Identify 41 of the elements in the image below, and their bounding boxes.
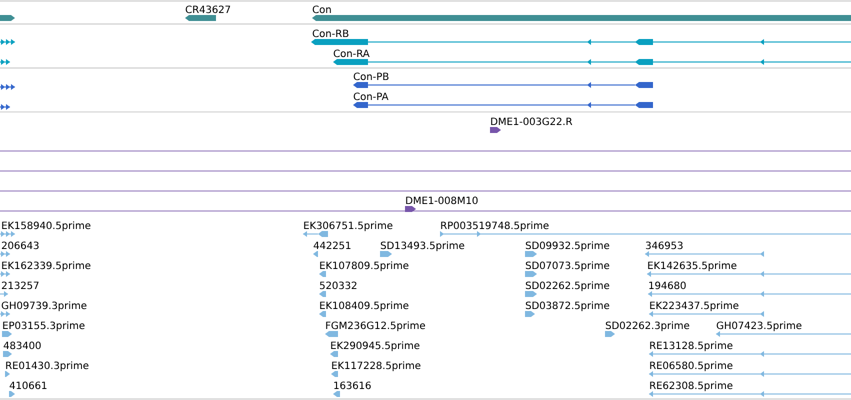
feature-label: EK107809.5prime — [320, 261, 408, 272]
feature-label: DME1-008M10 — [406, 196, 478, 204]
feature-label: DME1-003G22.R — [491, 118, 572, 126]
feature-label: SD03872.5prime — [526, 301, 610, 312]
feature-label: EK306751.5prime — [304, 221, 392, 232]
feature-label: EK142635.5prime — [648, 261, 736, 272]
feature-label: 442251 — [314, 242, 350, 250]
feature-label: 520332 — [320, 282, 356, 290]
feature-label: 410661 — [10, 382, 46, 390]
feature-label: 163616 — [334, 382, 371, 390]
feature-label: SD09932.5prime — [526, 241, 610, 252]
feature-label: SD02262.3prime — [606, 321, 690, 332]
feature-label: Con-PB — [354, 72, 388, 80]
feature-label: EP03155.3prime — [3, 321, 84, 332]
feature-label: EK162339.5prime — [2, 261, 90, 272]
feature-label: Con-PA — [354, 92, 388, 100]
feature-label: RP003519748.5prime — [441, 221, 549, 232]
feature-label: EK223437.5prime — [650, 301, 738, 312]
feature-label: Con — [312, 6, 331, 14]
feature-label: RE01430.3prime — [6, 361, 88, 372]
feature-label: GH07423.5prime — [716, 321, 802, 332]
feature-label: 483400 — [4, 342, 41, 350]
feature-label: 194680 — [649, 282, 686, 290]
feature-label: SD02262.5prime — [526, 281, 610, 292]
feature-label: SD13493.5prime — [380, 241, 464, 252]
feature-label: 346953 — [646, 242, 683, 250]
feature-label: 213257 — [2, 282, 38, 290]
feature-label: EK108409.5prime — [320, 301, 408, 312]
feature-label: Con-RB — [312, 30, 348, 38]
feature-label: SD07073.5prime — [526, 261, 610, 272]
feature-label: FGM236G12.5prime — [326, 321, 426, 332]
feature-label: CR43627 — [186, 6, 230, 14]
feature-label: Con-RA — [334, 50, 370, 58]
feature-label: RE13128.5prime — [650, 341, 732, 352]
feature-label: RE62308.5prime — [650, 381, 732, 392]
feature-label: RE06580.5prime — [650, 361, 732, 372]
feature-label: 206643 — [2, 242, 39, 250]
feature-label: EK158940.5prime — [2, 221, 90, 232]
feature-label: GH09739.3prime — [2, 301, 86, 312]
feature-label: EK117228.5prime — [332, 361, 420, 372]
feature-label: EK290945.5prime — [331, 341, 420, 352]
